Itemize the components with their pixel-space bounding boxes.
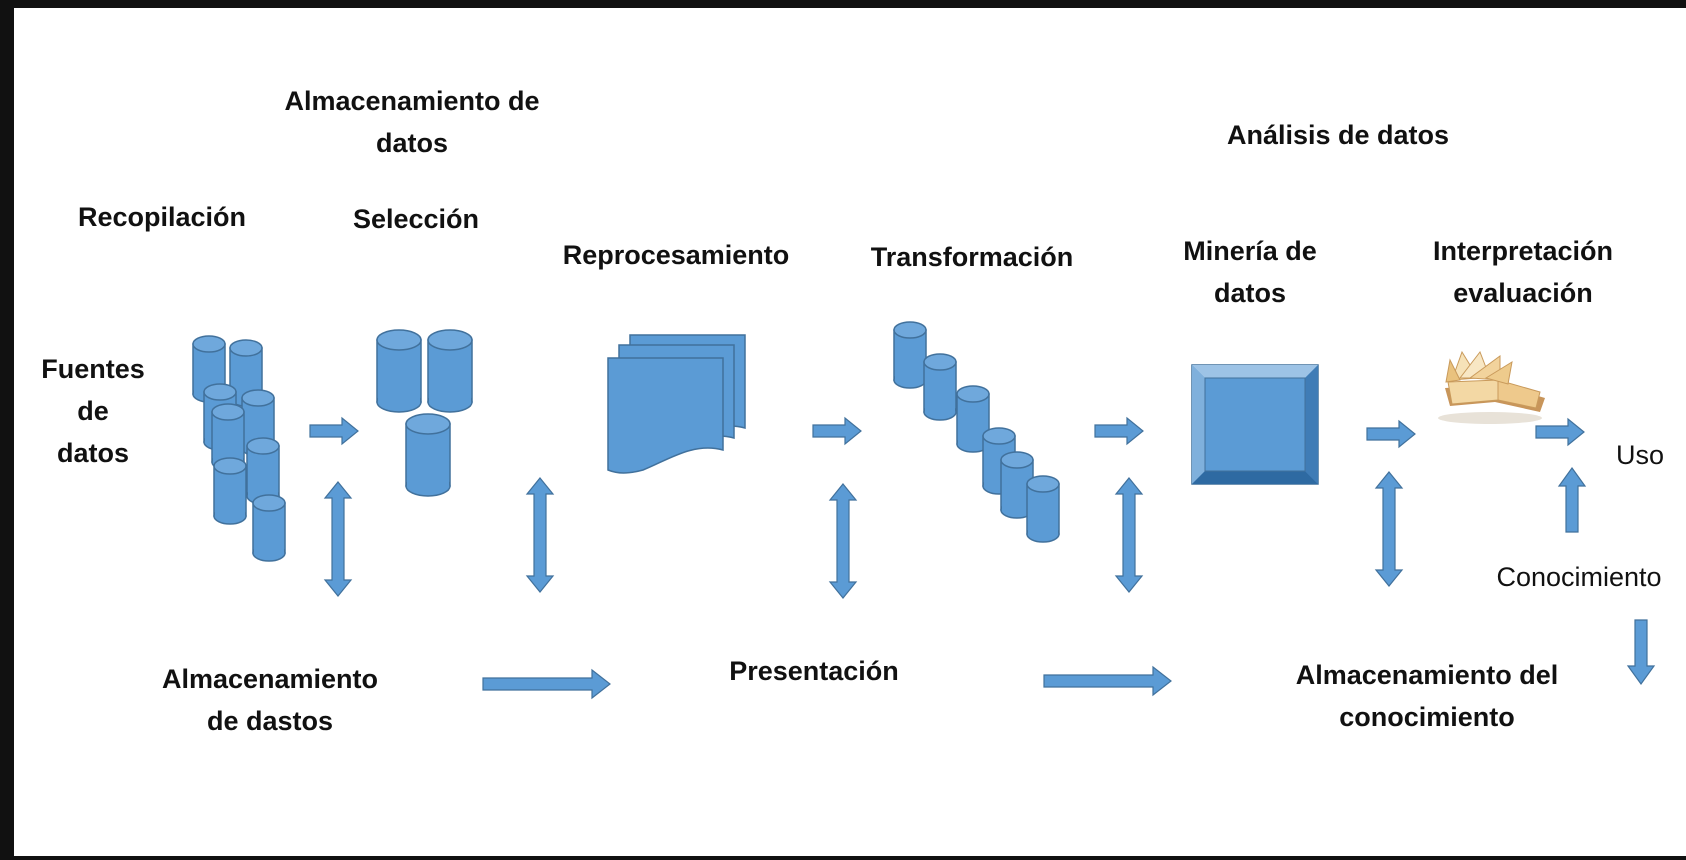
label-almacenamiento-conocimiento: Almacenamiento del conocimiento (1272, 654, 1582, 738)
arrow-down-icon (1626, 619, 1656, 686)
transformation-cylinders-icon (893, 321, 1060, 543)
label-line: de (77, 396, 109, 426)
label-seleccion: Selección (352, 204, 480, 234)
arrow-right-icon (812, 416, 862, 446)
label-uso: Uso (1615, 440, 1664, 470)
label-line: Almacenamiento (161, 664, 379, 694)
label-line: Interpretación (1432, 236, 1614, 266)
arrow-up-icon (1557, 466, 1587, 533)
label-recopilacion: Recopilación (77, 202, 247, 232)
label-almacenamiento-datos-top: Almacenamiento de datos (272, 80, 552, 164)
label-line: de dastos (206, 706, 334, 736)
arrow-right-icon (1094, 416, 1144, 446)
long-arrow-right-icon (482, 668, 611, 700)
label-line: Fuentes (41, 354, 145, 384)
database-cylinders-icon (192, 335, 286, 562)
label-conocimiento: Conocimiento (1496, 562, 1662, 592)
label-line: Almacenamiento de (284, 86, 540, 116)
label-line: datos (56, 438, 129, 468)
arrow-updown-icon (1374, 471, 1404, 587)
label-almacenamiento-dastos: Almacenamiento de dastos (140, 658, 400, 742)
label-line: datos (375, 128, 448, 158)
label-line: evaluación (1453, 278, 1593, 308)
label-reprocesamiento: Reprocesamiento (562, 240, 790, 270)
label-analisis-datos: Análisis de datos (1226, 120, 1450, 150)
label-interpretacion-evaluacion: Interpretación evaluación (1418, 230, 1628, 314)
stacked-documents-icon (607, 334, 746, 474)
arrow-updown-icon (323, 481, 353, 597)
label-presentacion: Presentación (729, 656, 899, 686)
arrow-right-icon (309, 416, 359, 446)
long-arrow-right-icon (1043, 665, 1172, 697)
label-line: Almacenamiento del (1295, 660, 1559, 690)
label-line: datos (1213, 278, 1286, 308)
selected-databases-icon (376, 329, 473, 497)
open-book-icon (1438, 350, 1545, 424)
bevel-square-icon (1191, 364, 1319, 485)
arrow-updown-icon (525, 477, 555, 593)
arrow-updown-icon (828, 483, 858, 599)
label-line: conocimiento (1339, 702, 1515, 732)
label-fuentes-datos: Fuentes de datos (30, 348, 156, 474)
label-line: Minería de (1183, 236, 1317, 266)
arrow-right-icon (1366, 419, 1416, 449)
arrow-updown-icon (1114, 477, 1144, 593)
label-transformacion: Transformación (870, 242, 1074, 272)
label-mineria-datos: Minería de datos (1160, 230, 1340, 314)
arrow-right-icon (1535, 417, 1585, 447)
